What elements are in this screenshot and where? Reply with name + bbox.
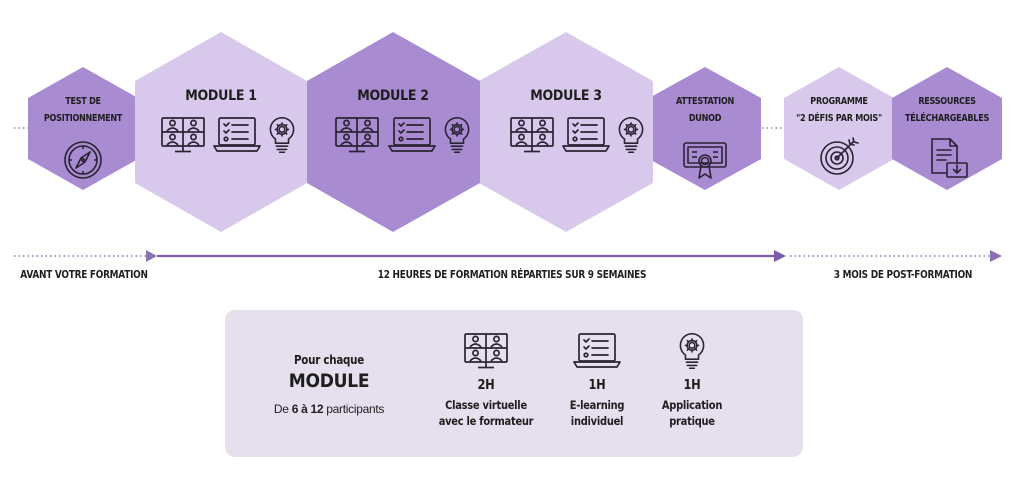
legend-title: MODULE [288,370,370,392]
step-label-module-3: MODULE 3 [530,88,602,104]
timeline-during-arrowhead [774,250,786,262]
hex-programme [784,67,894,190]
legend-duration-application: 1H [683,378,701,393]
hex-module-1 [135,32,307,232]
legend-duration-class: 2H [477,378,495,393]
timeline-before-arrowhead [146,250,157,262]
timeline-label-during: 12 HEURES DE FORMATION RÉPARTIES SUR 9 S… [377,269,647,281]
hex-attestation [649,67,761,190]
step-label-module-1: MODULE 1 [185,88,257,104]
step-label-programme: PROGRAMME"2 DÉFIS PAR MOIS" [796,96,882,124]
timeline-label-after: 3 MOIS DE POST-FORMATION [833,269,973,281]
legend-duration-elearning: 1H [588,378,606,393]
timeline-after-arrowhead [990,250,1002,262]
module-legend-box [225,310,803,457]
hex-ressources [892,67,1002,190]
step-label-module-2: MODULE 2 [357,88,429,104]
hex-test-positionnement [28,67,138,190]
legend-intro: Pour chaque [293,353,365,367]
timeline-label-before: AVANT VOTRE FORMATION [20,269,148,281]
legend-participants: De 6 à 12 participants [273,402,385,416]
hex-module-3 [479,32,653,232]
